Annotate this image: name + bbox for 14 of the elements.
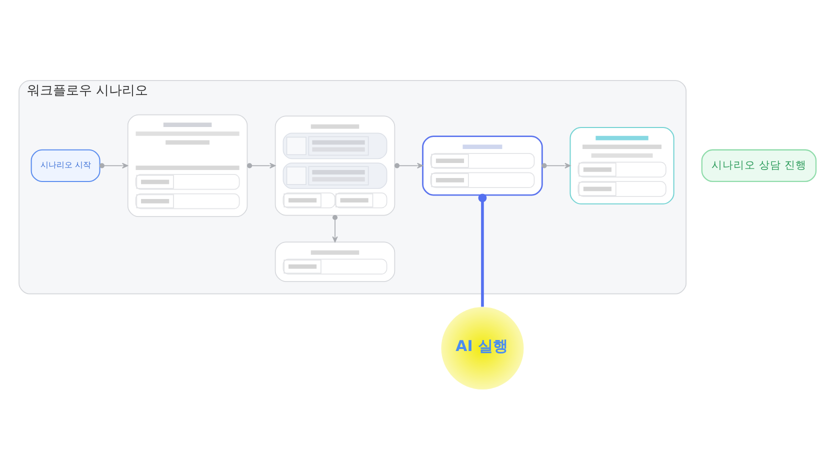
arrow xyxy=(542,162,571,168)
node-box: 시나리오 시작 xyxy=(30,148,100,182)
node-box xyxy=(274,241,396,282)
node-box xyxy=(422,135,543,196)
arrow xyxy=(394,162,424,168)
node-box: 시나리오 상담 진행 xyxy=(701,148,817,182)
arrow xyxy=(99,162,128,168)
node-box xyxy=(127,114,248,217)
connector xyxy=(478,193,487,306)
arrow xyxy=(247,162,276,168)
node-box xyxy=(274,115,396,216)
arrow xyxy=(332,214,338,242)
node-box xyxy=(570,126,674,204)
node-circle: AI 실행 xyxy=(441,306,524,389)
